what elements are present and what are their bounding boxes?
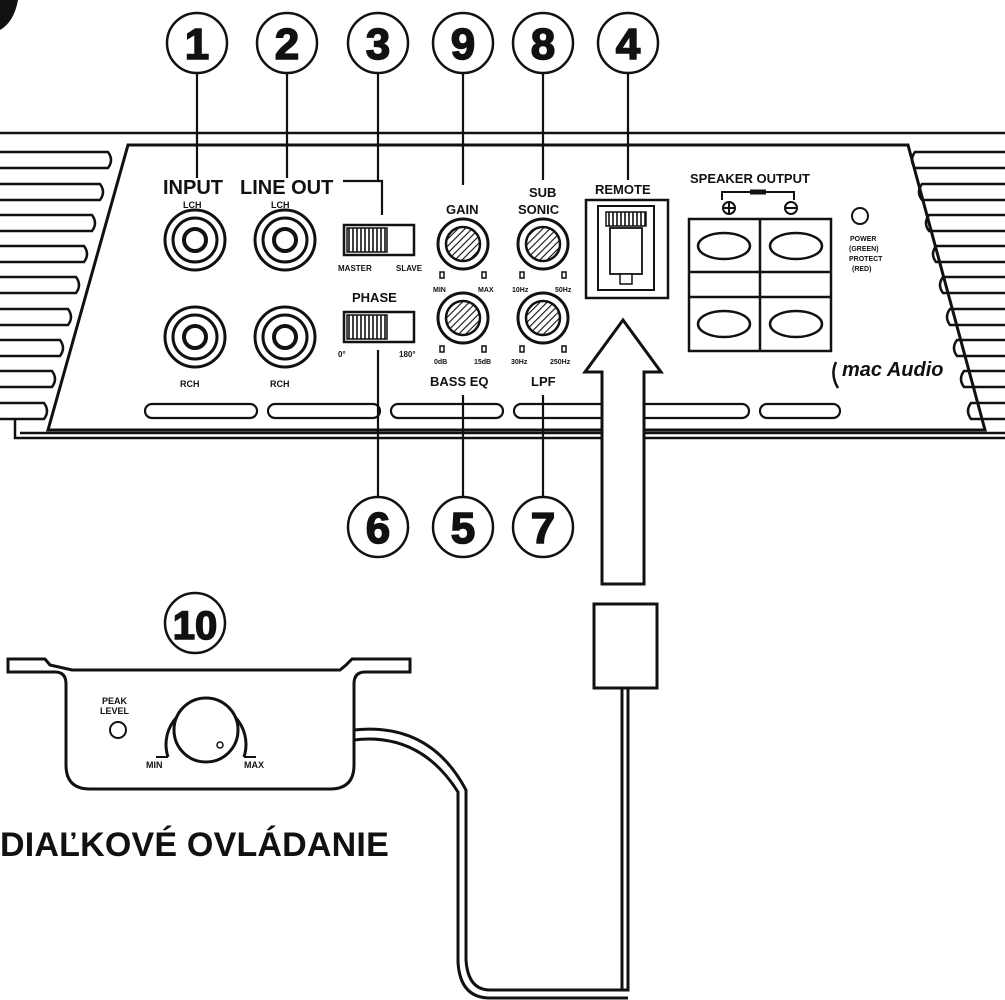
remote-label: REMOTE (595, 182, 651, 197)
callout-4-number: 4 (616, 20, 641, 69)
bass-15db-label: 15dB (474, 359, 491, 366)
leader-lines (195, 73, 630, 497)
amplifier-body (0, 131, 1005, 440)
sub-label: SUB (529, 185, 556, 200)
gain-max-label: MAX (478, 287, 494, 294)
callout-6-number: 6 (366, 504, 390, 553)
input-label: INPUT (163, 177, 223, 199)
bass-eq-label: BASS EQ (430, 374, 489, 389)
lineout-rch-jack[interactable] (253, 305, 317, 369)
callout-9-number: 9 (451, 20, 475, 69)
corner-fragment (0, 0, 18, 30)
master-slave-switch[interactable] (342, 223, 416, 257)
gain-label: GAIN (446, 202, 479, 217)
callout-8-number: 8 (531, 20, 555, 69)
vent-slots (143, 402, 842, 420)
callout-10-number: 10 (173, 604, 218, 648)
protect-label: PROTECT (849, 256, 883, 263)
phase-0-label: 0° (338, 350, 346, 359)
rca-jacks (163, 208, 317, 369)
mac-audio-logo: mac Audio (832, 359, 944, 389)
bass-0db-label: 0dB (434, 359, 447, 366)
master-label: MASTER (338, 264, 372, 273)
power-label: POWER (850, 236, 876, 243)
line-out-label: LINE OUT (240, 177, 333, 199)
callout-2-number: 2 (275, 20, 299, 69)
lpf-30hz-label: 30Hz (511, 359, 528, 366)
remote-min-label: MIN (146, 760, 163, 770)
lpf-250hz-label: 250Hz (550, 359, 571, 366)
peak-label: PEAK (102, 696, 128, 706)
phase-180-label: 180° (399, 350, 416, 359)
lineout-lch-label: LCH (271, 200, 290, 210)
speaker-output-label: SPEAKER OUTPUT (690, 171, 810, 186)
input-lch-jack[interactable] (163, 208, 227, 272)
remote-cable (353, 602, 659, 1000)
gain-min-label: MIN (433, 287, 446, 294)
gain-knob[interactable] (436, 217, 490, 271)
remote-level-knob[interactable] (156, 696, 256, 764)
sub-50hz-label: 50Hz (555, 287, 572, 294)
input-rch-label: RCH (180, 379, 200, 389)
callout-1-number: 1 (185, 20, 209, 69)
phase-label: PHASE (352, 290, 397, 305)
phase-switch[interactable] (342, 310, 416, 344)
input-rch-jack[interactable] (163, 305, 227, 369)
left-heatsink (0, 150, 113, 421)
input-lch-label: LCH (183, 200, 202, 210)
green-label: (GREEN) (849, 246, 879, 253)
lpf-knob[interactable] (516, 291, 570, 345)
polarity-marks (721, 189, 798, 215)
callout-10 (163, 591, 227, 655)
sonic-label: SONIC (518, 202, 560, 217)
lineout-rch-label: RCH (270, 379, 290, 389)
remote-control-caption: DIAĽKOVÉ OVLÁDANIE (0, 826, 389, 864)
level-label: LEVEL (100, 706, 130, 716)
subsonic-knob[interactable] (516, 217, 570, 271)
bass-eq-knob[interactable] (436, 291, 490, 345)
power-led (851, 207, 869, 225)
red-label: (RED) (852, 266, 871, 273)
callout-5-number: 5 (451, 504, 475, 553)
speaker-terminals[interactable] (687, 217, 833, 353)
slave-label: SLAVE (396, 264, 423, 273)
remote-port[interactable] (584, 198, 670, 300)
lineout-lch-jack[interactable] (253, 208, 317, 272)
sub-10hz-label: 10Hz (512, 287, 529, 294)
remote-max-label: MAX (244, 760, 264, 770)
lpf-label: LPF (531, 374, 556, 389)
knob-tick-marks (439, 271, 567, 353)
callout-7-number: 7 (531, 504, 555, 553)
callout-3-number: 3 (366, 20, 390, 69)
peak-level-led (109, 721, 127, 739)
connection-arrow (582, 317, 664, 586)
brand-text: mac Audio (842, 359, 944, 381)
